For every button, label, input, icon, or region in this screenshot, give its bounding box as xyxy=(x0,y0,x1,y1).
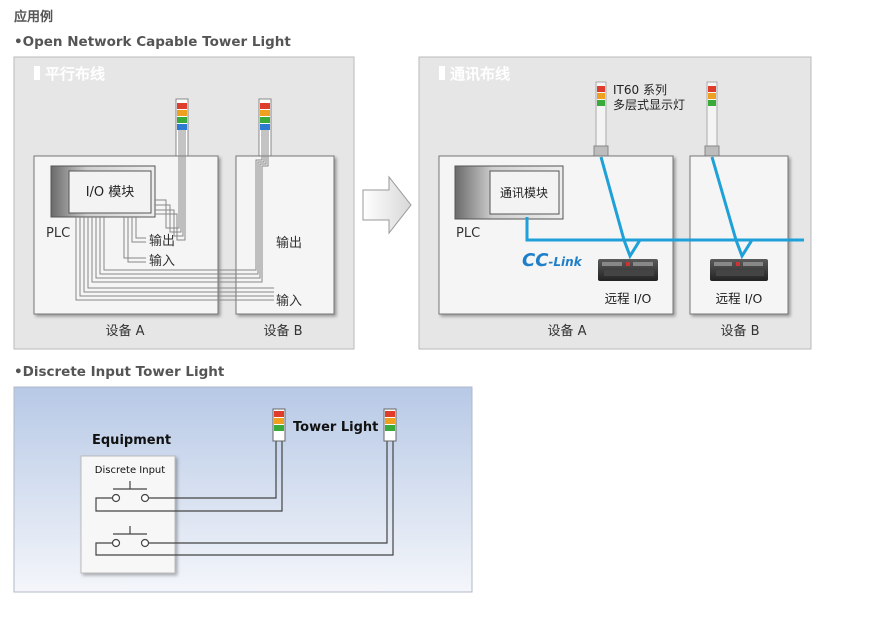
discrete-tower-light-1 xyxy=(272,408,286,442)
discrete-input-label: Discrete Input xyxy=(95,465,165,476)
equipment-a-label: 设备 A xyxy=(105,323,144,339)
plc-label-b: PLC xyxy=(456,226,480,241)
io-module-label: I/O 模块 xyxy=(86,185,135,200)
output-label-b: 输出 xyxy=(276,235,302,251)
section-title-discrete: •Discrete Input Tower Light xyxy=(14,364,225,380)
network-comparison-diagram: 平行布线 I/O 模块 PLC xyxy=(0,52,878,356)
net-equipment-b-label: 设备 B xyxy=(720,323,759,339)
it60-desc-label: 多层式显示灯 xyxy=(613,98,685,112)
equipment-label: Equipment xyxy=(92,433,171,448)
output-label-a: 输出 xyxy=(149,233,175,249)
section-title-open-network: •Open Network Capable Tower Light xyxy=(14,34,291,50)
tower-light-a xyxy=(175,98,189,158)
switch-1 xyxy=(95,433,283,512)
remote-io-device-b xyxy=(710,259,768,281)
parallel-wiring-panel: 平行布线 I/O 模块 PLC xyxy=(13,56,355,350)
discrete-tower-light-2 xyxy=(383,408,397,442)
equipment-b-box xyxy=(235,155,335,315)
panel-title-marker-2 xyxy=(439,66,445,80)
io-module-inner xyxy=(68,170,152,214)
transition-arrow xyxy=(362,175,412,235)
plc-label-a: PLC xyxy=(46,226,70,241)
it60-tower-light-b xyxy=(704,81,720,158)
remote-io-label-a: 远程 I/O xyxy=(605,291,652,306)
page-title: 应用例 xyxy=(14,10,54,25)
tower-light-label: Tower Light xyxy=(293,420,378,435)
switch-2 xyxy=(95,433,394,556)
equipment-b-label: 设备 B xyxy=(263,323,302,339)
parallel-wires-tower-b xyxy=(75,130,274,301)
cclink-logo: CC-Link xyxy=(522,250,583,271)
tower-light-b xyxy=(258,98,272,158)
net-equipment-a-label: 设备 A xyxy=(547,323,586,339)
network-panel-title: 通讯布线 xyxy=(450,65,510,83)
parallel-wires-tower-a xyxy=(123,130,186,263)
cclink-network-wires xyxy=(525,156,804,260)
parallel-panel-title: 平行布线 xyxy=(45,65,105,83)
network-wiring-panel: 通讯布线 IT60 系列 多层式显示灯 通讯模块 PLC xyxy=(418,56,812,350)
input-label-a: 输入 xyxy=(149,253,175,269)
it60-series-label: IT60 系列 xyxy=(613,83,667,97)
discrete-equipment-box xyxy=(80,455,176,574)
comm-module-label: 通讯模块 xyxy=(500,186,548,200)
discrete-input-diagram: Equipment Discrete Input Tower Light xyxy=(0,380,480,600)
panel-title-marker xyxy=(34,66,40,80)
remote-io-label-b: 远程 I/O xyxy=(716,291,763,306)
net-equipment-b-box xyxy=(689,155,789,315)
input-label-bottom: 输入 xyxy=(276,293,302,309)
remote-io-device-a xyxy=(598,259,658,281)
comm-module-inner xyxy=(489,170,560,215)
it60-tower-light-a xyxy=(593,81,609,158)
